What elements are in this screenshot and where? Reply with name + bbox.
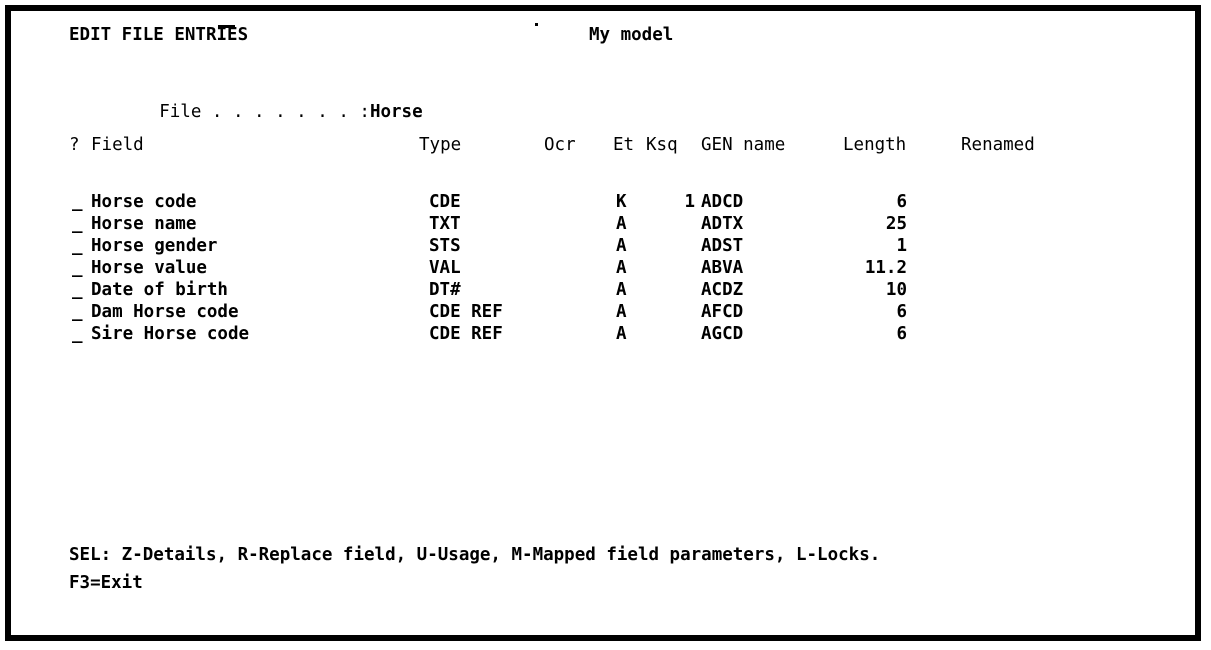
row-length: 6 <box>896 302 907 322</box>
scan-artifact-overbar <box>218 25 235 28</box>
table-row[interactable]: _ Date of birth DT# A ACDZ 10 <box>11 279 1195 301</box>
terminal-screen: EDIT FILE ENTRIES My model File . . . . … <box>11 11 1195 635</box>
row-et: A <box>616 302 627 322</box>
row-gen-name: AGCD <box>701 324 744 344</box>
column-header-ocr: Ocr <box>544 135 576 155</box>
file-line: File . . . . . . . :Horse <box>96 82 423 142</box>
row-selection-marker[interactable]: _ <box>72 324 83 344</box>
row-type: VAL <box>429 258 461 278</box>
row-length: 11.2 <box>864 258 907 278</box>
footer-selection-options: SEL: Z-Details, R-Replace field, U-Usage… <box>69 545 881 565</box>
row-type: CDE <box>429 192 461 212</box>
row-et: A <box>616 214 627 234</box>
column-header-field: Field <box>91 135 144 155</box>
row-gen-name: AFCD <box>701 302 744 322</box>
row-field-name: Date of birth <box>91 280 228 300</box>
row-length: 10 <box>885 280 907 300</box>
row-field-name: Horse code <box>91 192 197 212</box>
column-header-length: Length <box>843 135 907 155</box>
column-header-type: Type <box>419 135 462 155</box>
column-header-gen-name: GEN name <box>701 135 786 155</box>
model-name: My model <box>589 25 674 45</box>
row-selection-marker[interactable]: _ <box>72 192 83 212</box>
row-et: A <box>616 236 627 256</box>
row-selection-marker[interactable]: _ <box>72 280 83 300</box>
table-row[interactable]: _ Horse name TXT A ADTX 25 <box>11 213 1195 235</box>
column-header-ksq: Ksq <box>646 135 678 155</box>
table-row[interactable]: _ Sire Horse code CDE REF A AGCD 6 <box>11 323 1195 345</box>
column-header-mark: ? <box>69 135 80 155</box>
file-value[interactable]: Horse <box>369 102 423 122</box>
row-gen-name: ADCD <box>701 192 744 212</box>
scan-artifact-speck <box>535 23 538 26</box>
row-field-name: Sire Horse code <box>91 324 250 344</box>
row-et: A <box>616 280 627 300</box>
row-et: A <box>616 324 627 344</box>
row-et: A <box>616 258 627 278</box>
row-type: DT# <box>429 280 461 300</box>
terminal-frame: EDIT FILE ENTRIES My model File . . . . … <box>5 5 1201 641</box>
row-field-name: Horse gender <box>91 236 218 256</box>
table-row[interactable]: _ Horse gender STS A ADST 1 <box>11 235 1195 257</box>
table-row[interactable]: _ Horse code CDE K 1 ADCD 6 <box>11 191 1195 213</box>
row-length: 6 <box>896 324 907 344</box>
row-selection-marker[interactable]: _ <box>72 302 83 322</box>
table-row[interactable]: _ Dam Horse code CDE REF A AFCD 6 <box>11 301 1195 323</box>
row-gen-name: ADTX <box>701 214 744 234</box>
row-selection-marker[interactable]: _ <box>72 214 83 234</box>
page-title: EDIT FILE ENTRIES <box>69 25 249 45</box>
row-field-name: Horse value <box>91 258 207 278</box>
row-selection-marker[interactable]: _ <box>72 236 83 256</box>
row-length: 25 <box>885 214 907 234</box>
footer-function-keys[interactable]: F3=Exit <box>69 573 143 593</box>
row-selection-marker[interactable]: _ <box>72 258 83 278</box>
row-type: CDE REF <box>429 302 503 322</box>
row-type: TXT <box>429 214 461 234</box>
row-type: STS <box>429 236 461 256</box>
row-gen-name: ACDZ <box>701 280 744 300</box>
row-length: 1 <box>896 236 907 256</box>
row-gen-name: ADST <box>701 236 744 256</box>
file-label: File . . . . . . . : <box>159 102 370 122</box>
row-field-name: Dam Horse code <box>91 302 239 322</box>
row-et: K <box>616 192 627 212</box>
row-length: 6 <box>896 192 907 212</box>
row-field-name: Horse name <box>91 214 197 234</box>
row-ksq: 1 <box>684 192 695 212</box>
column-header-et: Et <box>613 135 635 155</box>
row-type: CDE REF <box>429 324 503 344</box>
table-row[interactable]: _ Horse value VAL A ABVA 11.2 <box>11 257 1195 279</box>
row-gen-name: ABVA <box>701 258 744 278</box>
column-header-renamed: Renamed <box>961 135 1035 155</box>
